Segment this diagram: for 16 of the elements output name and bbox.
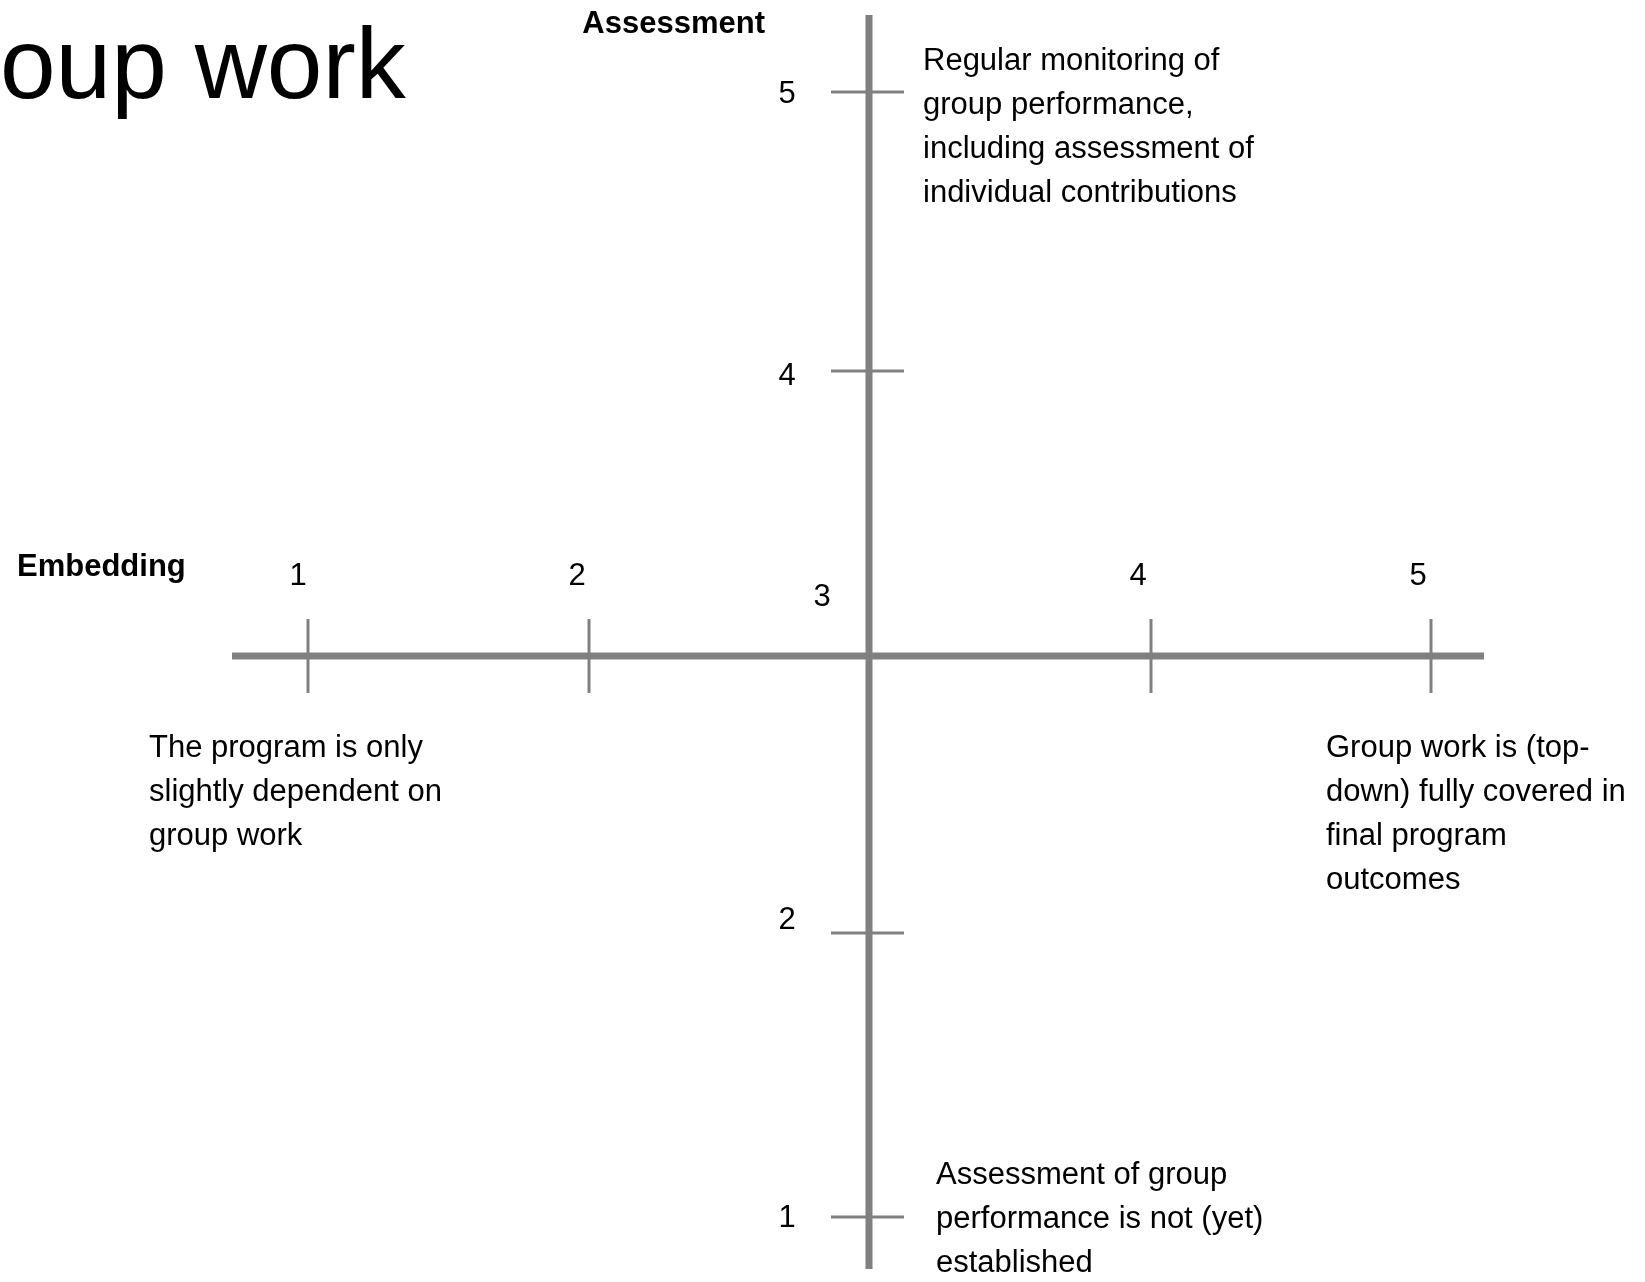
page-title: oup work xyxy=(0,8,406,118)
description-text: The program is only slightly dependent on group work xyxy=(149,728,443,854)
description-text: Assessment of group performance is not (yet) established xyxy=(936,1155,1265,1281)
tick-label: 5 xyxy=(778,76,796,110)
tick-label: 5 xyxy=(1409,558,1427,592)
tick-label: 2 xyxy=(778,902,796,936)
tick-label: 1 xyxy=(778,1200,796,1234)
tick-label: 2 xyxy=(568,558,586,592)
axis-title: Embedding xyxy=(17,549,186,583)
tick-label: 4 xyxy=(1129,558,1147,592)
tick-label: 3 xyxy=(813,579,831,613)
axis-title: Assessment xyxy=(582,6,765,40)
description-text: Group work is (top-down) fully covered in final program outcomes xyxy=(1326,728,1627,898)
tick-label: 4 xyxy=(778,358,796,392)
description-text: Regular monitoring of group performance, including assessment of individual contributions xyxy=(923,41,1255,211)
tick-label: 1 xyxy=(289,558,307,592)
